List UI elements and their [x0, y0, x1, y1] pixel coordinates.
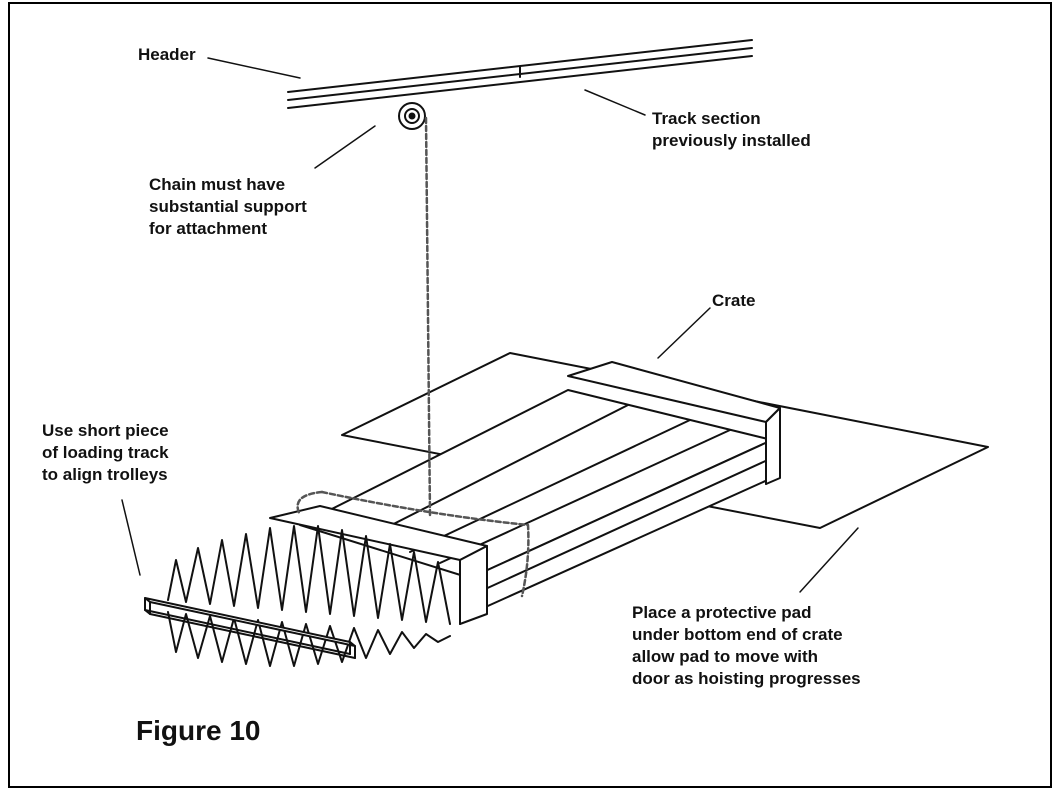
chain — [296, 116, 530, 598]
pulley-icon — [398, 102, 426, 130]
label-crate: Crate — [712, 291, 756, 310]
header-track — [287, 39, 753, 109]
crate — [269, 361, 781, 625]
leader-lines — [121, 57, 859, 593]
label-protective-pad: Place a protective pad under bottom end … — [632, 603, 861, 688]
leader-track-section — [584, 89, 646, 116]
leader-loading-track — [121, 499, 141, 576]
label-track-section: Track section previously installed — [652, 109, 811, 150]
loading-track — [144, 597, 356, 659]
leader-protective-pad — [799, 527, 859, 593]
label-loading-track: Use short piece of loading track to alig… — [42, 421, 169, 484]
leader-chain-support — [314, 125, 376, 169]
leader-header — [207, 57, 301, 79]
figure-caption: Figure 10 — [136, 715, 261, 746]
label-header: Header — [138, 45, 196, 64]
leader-crate — [657, 307, 711, 359]
trolley-ends — [167, 525, 451, 667]
label-chain-support: Chain must have substantial support for … — [149, 175, 307, 238]
